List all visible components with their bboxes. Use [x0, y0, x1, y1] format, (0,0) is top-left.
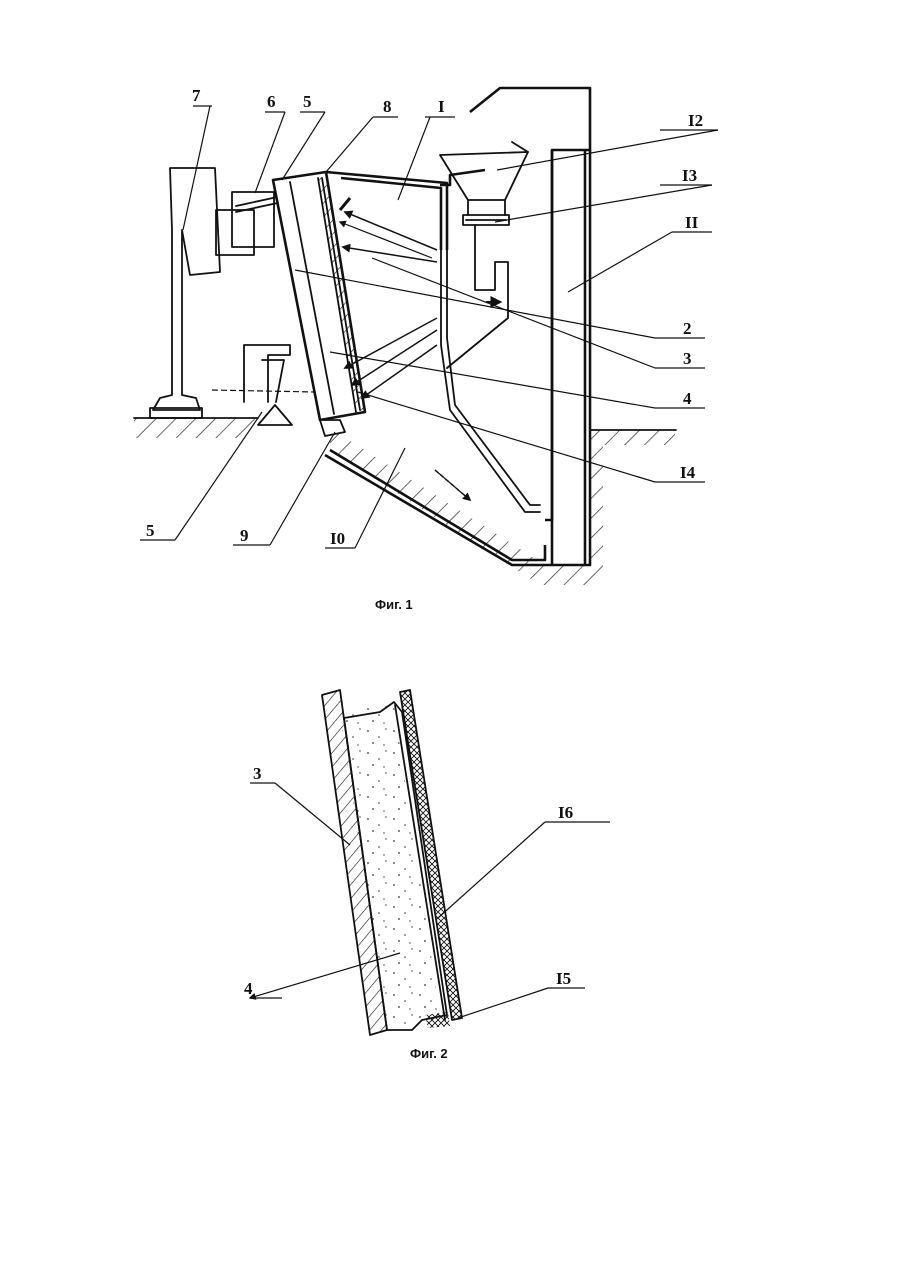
label-6: 6 [267, 92, 276, 111]
figure-1: 7 6 5 8 I I2 I3 II 2 3 4 I4 5 9 I0 Фиг. … [134, 86, 718, 612]
label-3: 3 [253, 764, 262, 783]
label-4: 4 [683, 389, 692, 408]
label-2: 2 [683, 319, 692, 338]
label-5-top: 5 [303, 92, 312, 111]
label-14: I4 [680, 463, 696, 482]
label-I: I [438, 97, 445, 116]
figure-2-caption: Фиг. 2 [410, 1046, 448, 1061]
label-10: I0 [330, 529, 345, 548]
figure-1-caption: Фиг. 1 [375, 597, 413, 612]
label-5-bottom: 5 [146, 521, 155, 540]
label-16: I6 [558, 803, 573, 822]
feeder [440, 142, 528, 368]
housing [325, 88, 590, 565]
label-3: 3 [683, 349, 692, 368]
leader-lines [140, 106, 718, 548]
stand [150, 168, 282, 418]
support [212, 345, 315, 425]
label-7: 7 [192, 86, 201, 105]
label-9: 9 [240, 526, 249, 545]
screen-frame [273, 172, 365, 420]
label-13: I3 [682, 166, 697, 185]
motor-block [216, 210, 254, 255]
label-8: 8 [383, 97, 392, 116]
label-12: I2 [688, 111, 703, 130]
drive-unit [232, 192, 274, 247]
label-11: II [685, 213, 699, 232]
label-4: 4 [244, 979, 253, 998]
figure-2: 3 I6 4 I5 Фиг. 2 [244, 690, 610, 1061]
label-15: I5 [556, 969, 571, 988]
